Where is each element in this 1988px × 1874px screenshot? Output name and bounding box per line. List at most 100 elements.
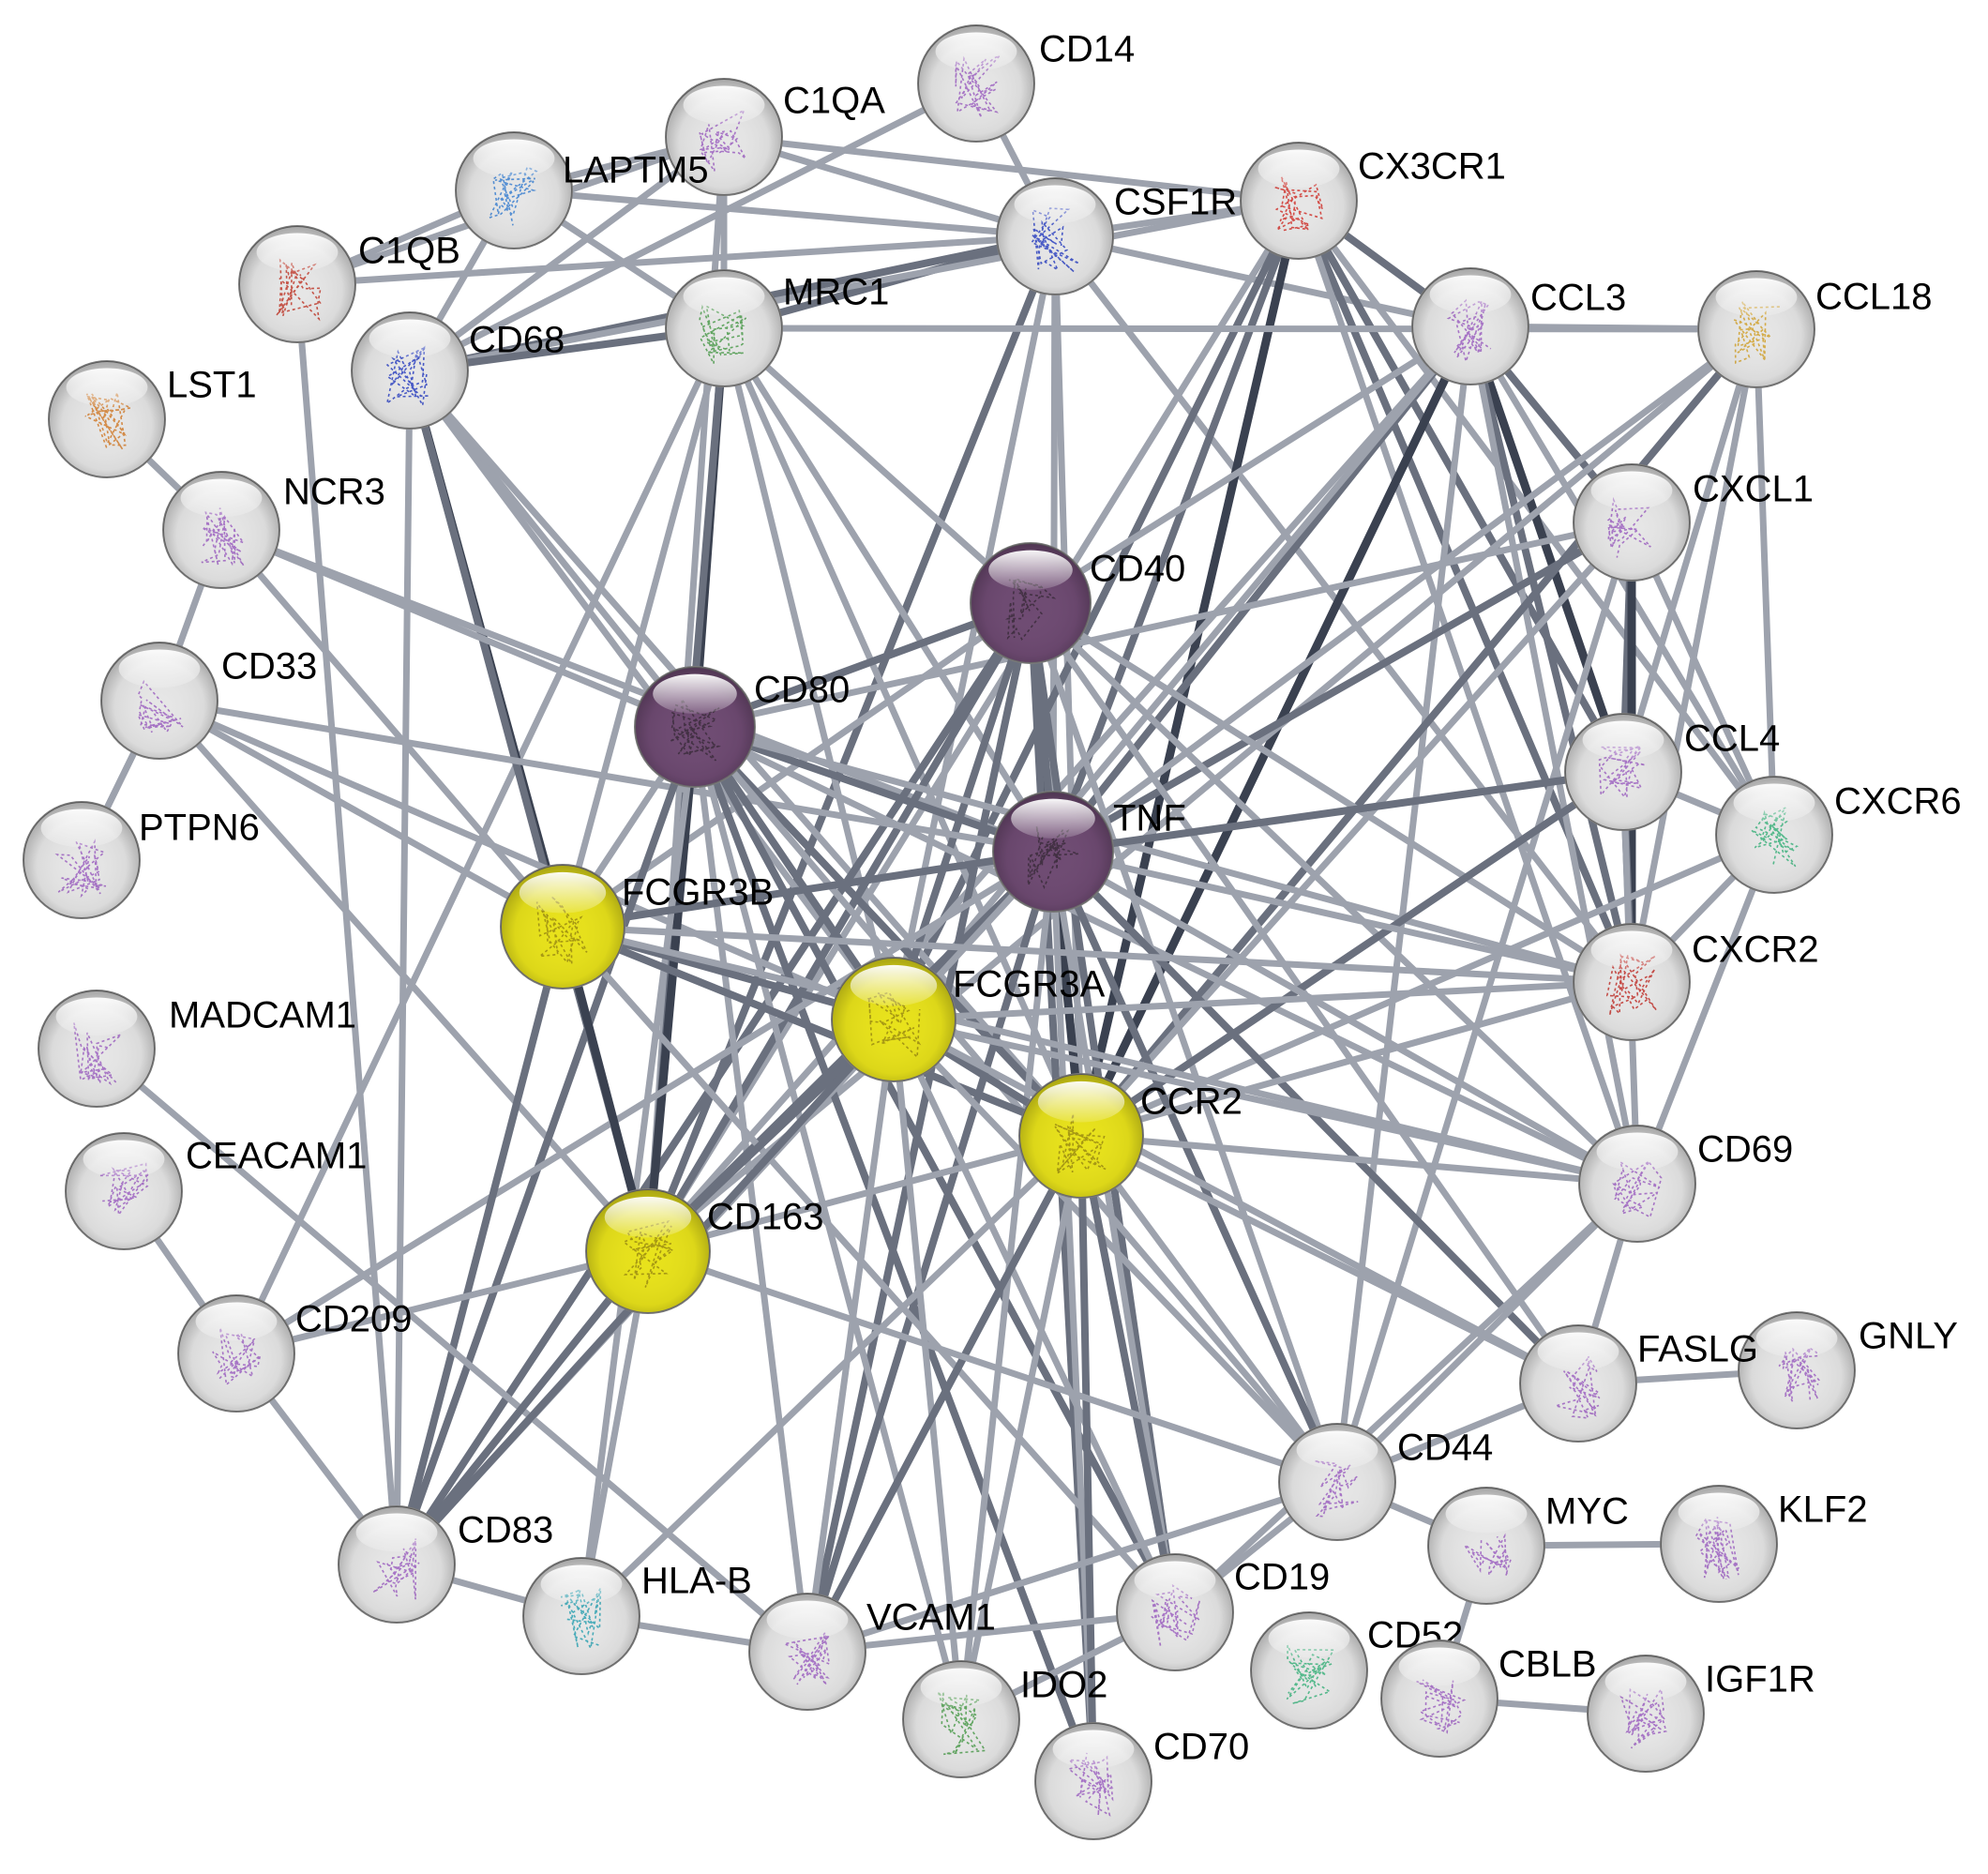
node-highlight [55, 997, 138, 1036]
node-ptpn6[interactable]: PTPN6 [23, 801, 260, 919]
node-cd68[interactable]: CD68 [351, 311, 565, 430]
node-ncr3[interactable]: NCR3 [162, 471, 385, 589]
edge-fcgr3b-cd83 [393, 923, 566, 1568]
node-highlight [369, 319, 451, 358]
edge-ccl3-cd69 [1467, 323, 1641, 1187]
node-fcgr3a[interactable]: FCGR3A [831, 957, 1106, 1082]
node-cd163[interactable]: CD163 [585, 1188, 824, 1314]
edge-ccl4-tnf [1049, 768, 1627, 855]
node-cxcr2[interactable]: CXCR2 [1573, 923, 1819, 1041]
edge-cd80-ccr2 [691, 723, 1085, 1140]
node-label-lst1: LST1 [167, 365, 257, 406]
node-cd83[interactable]: CD83 [338, 1505, 553, 1624]
edge-cd80-cd44 [691, 723, 1341, 1486]
node-cd80[interactable]: CD80 [634, 666, 850, 788]
node-label-ptpn6: PTPN6 [139, 808, 260, 849]
node-highlight [40, 809, 123, 848]
edge-laptm5-csf1r [510, 187, 1059, 240]
node-cd33[interactable]: CD33 [100, 642, 317, 760]
node-cd209[interactable]: CD209 [177, 1294, 413, 1413]
edge-tnf-cd209 [233, 848, 1057, 1357]
node-ccl18[interactable]: CCL18 [1697, 270, 1933, 388]
edge-cxcl1-cd44 [1333, 519, 1635, 1486]
node-highlight [1296, 1430, 1378, 1470]
node-cd70[interactable]: CD70 [1034, 1722, 1249, 1840]
node-hla-b[interactable]: HLA-B [522, 1557, 752, 1675]
node-highlight [1011, 798, 1095, 839]
edge-cd80-hla-b [578, 723, 699, 1620]
edge-cx3cr1-ccl4 [1295, 197, 1627, 776]
edge-fcgr3a-cd19 [890, 1016, 1179, 1616]
node-highlight [1134, 1561, 1216, 1600]
node-mrc1[interactable]: MRC1 [665, 269, 889, 387]
node-highlight [683, 277, 765, 316]
node-klf2[interactable]: KLF2 [1660, 1485, 1868, 1603]
node-cxcr6[interactable]: CXCR6 [1715, 776, 1962, 894]
edge-ccr2-cd69 [1077, 1132, 1641, 1187]
edge-ccl18-tnf [1049, 325, 1760, 855]
node-c1qb[interactable]: C1QB [238, 225, 460, 343]
node-c1qa[interactable]: C1QA [665, 78, 885, 196]
node-cd40[interactable]: CD40 [970, 542, 1185, 664]
node-ccr2[interactable]: CCR2 [1018, 1073, 1242, 1199]
node-cd69[interactable]: CD69 [1578, 1125, 1793, 1243]
node-tnf[interactable]: TNF [992, 791, 1186, 913]
edge-cd80-tnf [691, 723, 1057, 855]
edge-cd80-cd19 [691, 723, 1179, 1616]
node-label-cd80: CD80 [754, 670, 850, 711]
nodes-layer: CD14C1QALAPTM5C1QBCSF1RCX3CR1MRC1CD68CCL… [23, 24, 1962, 1840]
edge-cx3cr1-tnf [1049, 197, 1303, 855]
edge-cd80-vcam1 [691, 723, 811, 1655]
node-ceacam1[interactable]: CEACAM1 [65, 1132, 367, 1250]
node-ccl4[interactable]: CCL4 [1564, 713, 1780, 831]
edge-tnf-ido2 [957, 848, 1057, 1723]
node-cblb[interactable]: CBLB [1380, 1640, 1597, 1758]
node-cd19[interactable]: CD19 [1116, 1553, 1330, 1671]
node-highlight [1037, 1081, 1125, 1123]
node-fcgr3b[interactable]: FCGR3B [500, 864, 774, 990]
node-label-cd69: CD69 [1697, 1129, 1793, 1171]
node-cx3cr1[interactable]: CX3CR1 [1240, 142, 1506, 260]
node-label-ccl18: CCL18 [1815, 277, 1933, 318]
node-highlight [766, 1600, 849, 1640]
node-cd52[interactable]: CD52 [1250, 1611, 1463, 1730]
edge-cxcr2-ccr2 [1077, 978, 1635, 1140]
node-igf1r[interactable]: IGF1R [1587, 1655, 1815, 1773]
node-highlight [355, 1513, 438, 1552]
node-cd14[interactable]: CD14 [917, 24, 1135, 143]
node-lst1[interactable]: LST1 [48, 360, 257, 478]
node-highlight [1604, 1662, 1687, 1701]
edge-cxcl1-cd80 [691, 519, 1635, 731]
node-myc[interactable]: MYC [1427, 1487, 1629, 1605]
node-label-cx3cr1: CX3CR1 [1358, 146, 1506, 188]
node-highlight [519, 871, 607, 914]
node-ido2[interactable]: IDO2 [902, 1660, 1107, 1778]
node-label-c1qa: C1QA [783, 81, 885, 122]
node-cxcl1[interactable]: CXCL1 [1573, 463, 1814, 582]
node-label-gnly: GNLY [1859, 1316, 1958, 1357]
node-laptm5[interactable]: LAPTM5 [455, 131, 709, 249]
node-highlight [1590, 471, 1673, 510]
node-ccl3[interactable]: CCL3 [1411, 267, 1626, 385]
node-highlight [180, 478, 263, 518]
node-faslg[interactable]: FASLG [1519, 1324, 1758, 1443]
node-label-cxcr2: CXCR2 [1692, 929, 1819, 971]
node-csf1r[interactable]: CSF1R [996, 177, 1237, 295]
node-label-hla-b: HLA-B [641, 1561, 752, 1602]
node-vcam1[interactable]: VCAM1 [748, 1593, 996, 1711]
edge-cd80-cd70 [691, 723, 1097, 1785]
edge-fcgr3a-cd44 [890, 1016, 1341, 1486]
node-cd44[interactable]: CD44 [1278, 1423, 1493, 1541]
node-madcam1[interactable]: MADCAM1 [38, 990, 356, 1108]
edge-c1qa-cd68 [406, 133, 728, 374]
edge-tnf-vcam1 [804, 848, 1057, 1655]
node-highlight [935, 32, 1017, 71]
node-label-cd83: CD83 [458, 1510, 553, 1551]
edge-cd40-cd83 [393, 599, 1034, 1568]
edge-ccl3-fcgr3a [890, 323, 1474, 1023]
node-highlight [1014, 185, 1096, 224]
edge-cd163-cd209 [233, 1247, 652, 1357]
edge-cd80-cd83 [393, 723, 699, 1568]
node-gnly[interactable]: GNLY [1738, 1311, 1958, 1429]
edge-mrc1-fcgr3b [559, 325, 728, 930]
